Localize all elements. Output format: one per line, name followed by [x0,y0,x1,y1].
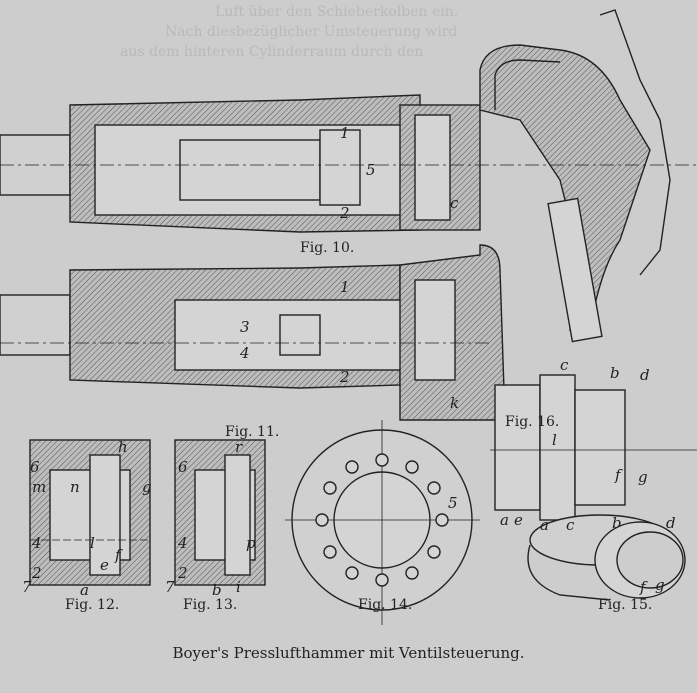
fig12-label: Fig. 12. [65,597,120,613]
fig15-mark: f [639,578,648,596]
fig12-mark: g [142,478,152,496]
fig13-mark: r [235,438,243,456]
fig10-mark: 5 [366,161,376,179]
fig12-mark: f [114,546,123,564]
fig13-label: Fig. 13. [183,597,238,613]
fig12-mark: l [90,534,95,552]
fig16-label: Fig. 16. [505,414,560,430]
fig12-mark: m [32,478,46,496]
background-text-line: Luft über den Schieberkolben ein. [215,4,459,20]
fig10-mark: 2 [339,204,350,222]
fig16-mark: d [640,366,650,384]
fig16-mark: g [638,468,648,486]
fig11-mark: 3 [240,318,250,336]
fig13-mark: b [212,581,222,599]
fig11-mark: 2 [339,368,350,386]
fig16-mark: f [614,466,623,484]
fig12-mark: a [80,581,89,599]
fig14-label: Fig. 14. [358,597,413,613]
fig12-mark: h [118,438,128,456]
fig16-mark: e [514,511,523,529]
fig13-mark: p [246,534,256,552]
fig15-mark: b [612,514,622,532]
fig11-mark: k [450,394,459,412]
fig15-mark: d [666,514,676,532]
fig12-drawing [29,439,151,586]
fig15-label: Fig. 15. [598,597,653,613]
fig12-mark: n [70,478,80,496]
fig13-mark: i [236,578,241,596]
fig13-drawing [174,439,266,586]
fig11-label: Fig. 11. [225,424,280,440]
fig15-mark: c [566,516,575,534]
fig16-mark: b [610,364,620,382]
fig10-label: Fig. 10. [300,240,355,256]
fig11-mark: 1 [340,278,350,296]
fig16-drawing [490,374,697,521]
fig10-mark: c [450,194,459,212]
fig12-mark: 7 [22,578,32,596]
fig15-mark: g [655,576,665,594]
fig16-mark: l [552,431,557,449]
figure-caption: Boyer's Presslufthammer mit Ventilsteuer… [172,644,525,662]
fig12-mark: 6 [30,458,40,476]
background-text-line: aus dem hinteren Cylinderraum durch den [120,44,424,60]
fig10-drawing [0,9,697,504]
fig13-mark: 7 [165,578,175,596]
fig13-mark: 6 [178,458,188,476]
fig16-mark: c [560,356,569,374]
background-text-line: Nach diesbezüglicher Umsteuerung wird [165,24,458,40]
fig12-mark: e [100,556,109,574]
fig12-mark: 4 [31,534,42,552]
fig11-mark: 4 [239,344,250,362]
fig14-mark: 5 [448,494,458,512]
fig16-mark: a [500,511,509,529]
fig11-drawing [0,244,506,421]
fig14-drawing [285,420,480,625]
fig15-mark: a [540,516,549,534]
fig15-drawing [527,514,686,601]
fig10-mark: 1 [340,124,350,142]
fig13-mark: 4 [177,534,188,552]
fig12-mark: 2 [31,564,42,582]
fig13-mark: 2 [177,564,188,582]
